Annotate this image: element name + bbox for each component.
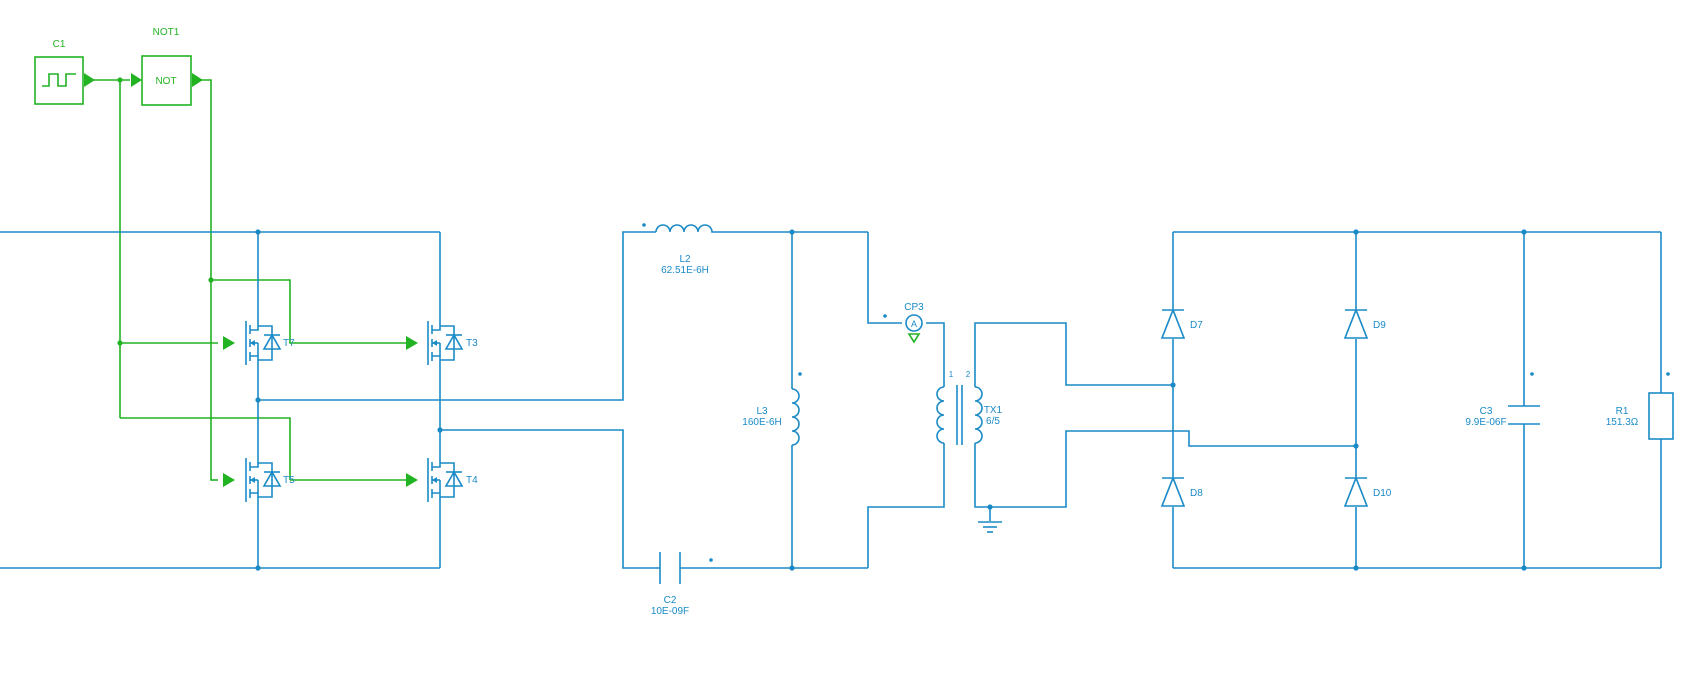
c3-label: C3 [1480,406,1493,417]
not1-label: NOT1 [153,27,180,38]
t3-label: T3 [466,338,478,349]
t4-label: T4 [466,475,478,486]
mosfet-t7[interactable]: T7 [245,318,295,368]
tx1-label: TX1 [984,405,1003,416]
l3-label: L3 [756,406,768,417]
c2-label: C2 [664,595,677,606]
diode-d9[interactable]: D9 [1344,309,1386,339]
mosfet-t5[interactable]: T5 [245,455,295,505]
current-probe-cp3[interactable]: A CP3 [904,302,924,344]
diode-d8[interactable]: D8 [1161,477,1203,507]
c1-label: C1 [53,39,66,50]
l3-value: 160E-6H [742,417,781,428]
inductor-l3[interactable]: L3 160E-6H [742,388,800,446]
control-signal-wires [85,77,418,487]
capacitor-c2[interactable]: C2 10E-09F [651,552,689,617]
d7-label: D7 [1190,320,1203,331]
resistor-r1[interactable]: R1 151.3Ω [1606,392,1674,440]
r1-value: 151.3Ω [1606,417,1639,428]
c3-value: 9.9E-06F [1465,417,1506,428]
tx1-ratio: 6/5 [986,416,1000,427]
l2-value: 62.51E-6H [661,265,709,276]
inductor-l2[interactable]: L2 62.51E-6H [655,224,714,276]
t7-label: T7 [283,338,295,349]
not-gate-not1[interactable]: NOT NOT1 [131,27,203,106]
tx1-pin1: 1 [949,370,954,379]
power-wires [0,223,1670,571]
clock-source-c1[interactable]: C1 [34,39,95,105]
diode-d7[interactable]: D7 [1161,309,1203,339]
ammeter-symbol: A [911,319,917,329]
l2-label: L2 [679,254,691,265]
square-wave-icon [42,73,76,87]
mosfet-t4[interactable]: T4 [427,455,478,505]
mosfet-t3[interactable]: T3 [427,318,478,368]
r1-label: R1 [1616,406,1629,417]
tx1-pin2: 2 [966,370,971,379]
d9-label: D9 [1373,320,1386,331]
d10-label: D10 [1373,488,1392,499]
transformer-tx1[interactable]: 1 2 TX1 6/5 [936,370,1003,445]
cp3-label: CP3 [904,302,924,313]
not1-body-text: NOT [155,76,176,87]
diode-d10[interactable]: D10 [1344,477,1392,507]
t5-label: T5 [283,475,295,486]
c2-value: 10E-09F [651,606,689,617]
d8-label: D8 [1190,488,1203,499]
ground-icon [978,521,1002,533]
capacitor-c3[interactable]: C3 9.9E-06F [1465,405,1540,428]
